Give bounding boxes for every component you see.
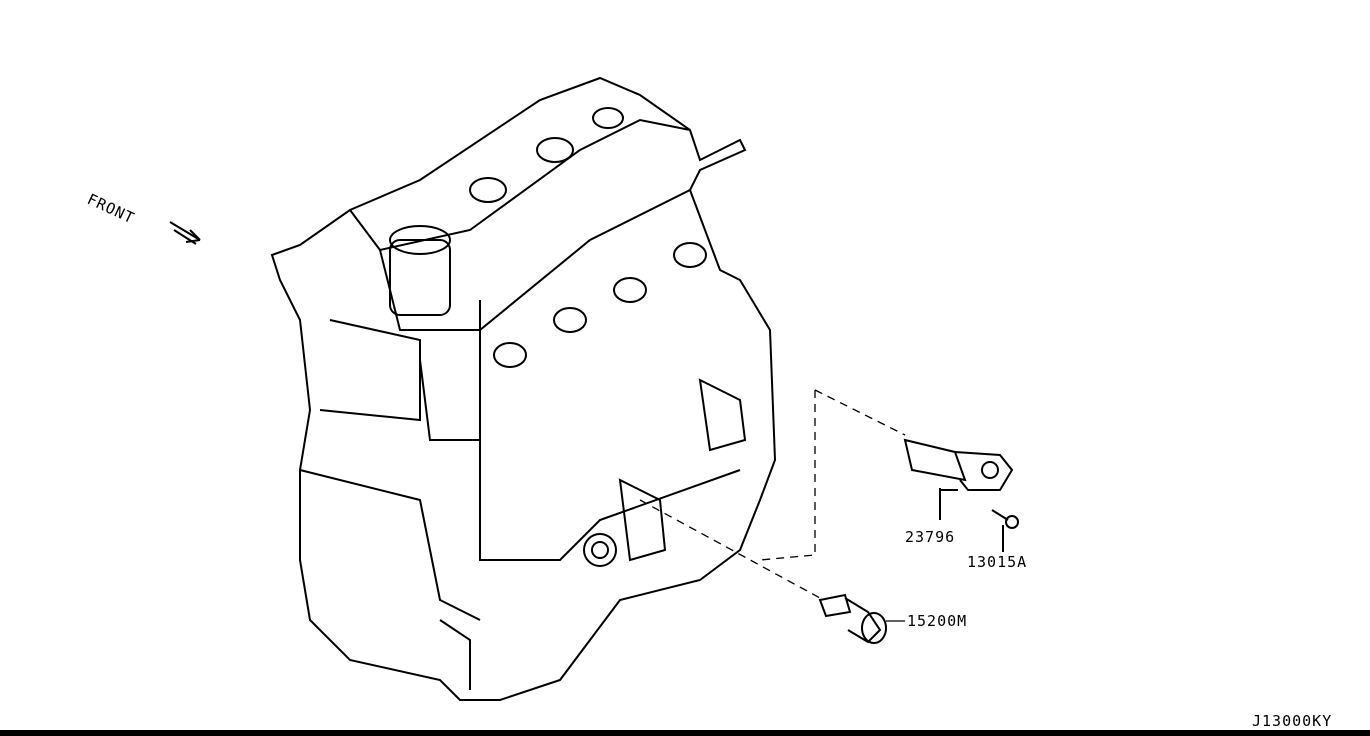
diagram-code: J13000KY <box>1252 712 1333 730</box>
leader-lines <box>639 389 906 599</box>
part-number-15200m[interactable]: 15200M <box>907 612 968 630</box>
bottom-border <box>0 730 1370 736</box>
oil-filter-bolt-part <box>818 593 905 644</box>
part-number-13015a[interactable]: 13015A <box>967 553 1028 571</box>
solenoid-part <box>903 438 1014 520</box>
bolt-part <box>991 509 1019 552</box>
part-number-23796[interactable]: 23796 <box>905 528 956 546</box>
engine-block-outline <box>270 76 777 701</box>
front-arrow-icon <box>169 221 201 245</box>
